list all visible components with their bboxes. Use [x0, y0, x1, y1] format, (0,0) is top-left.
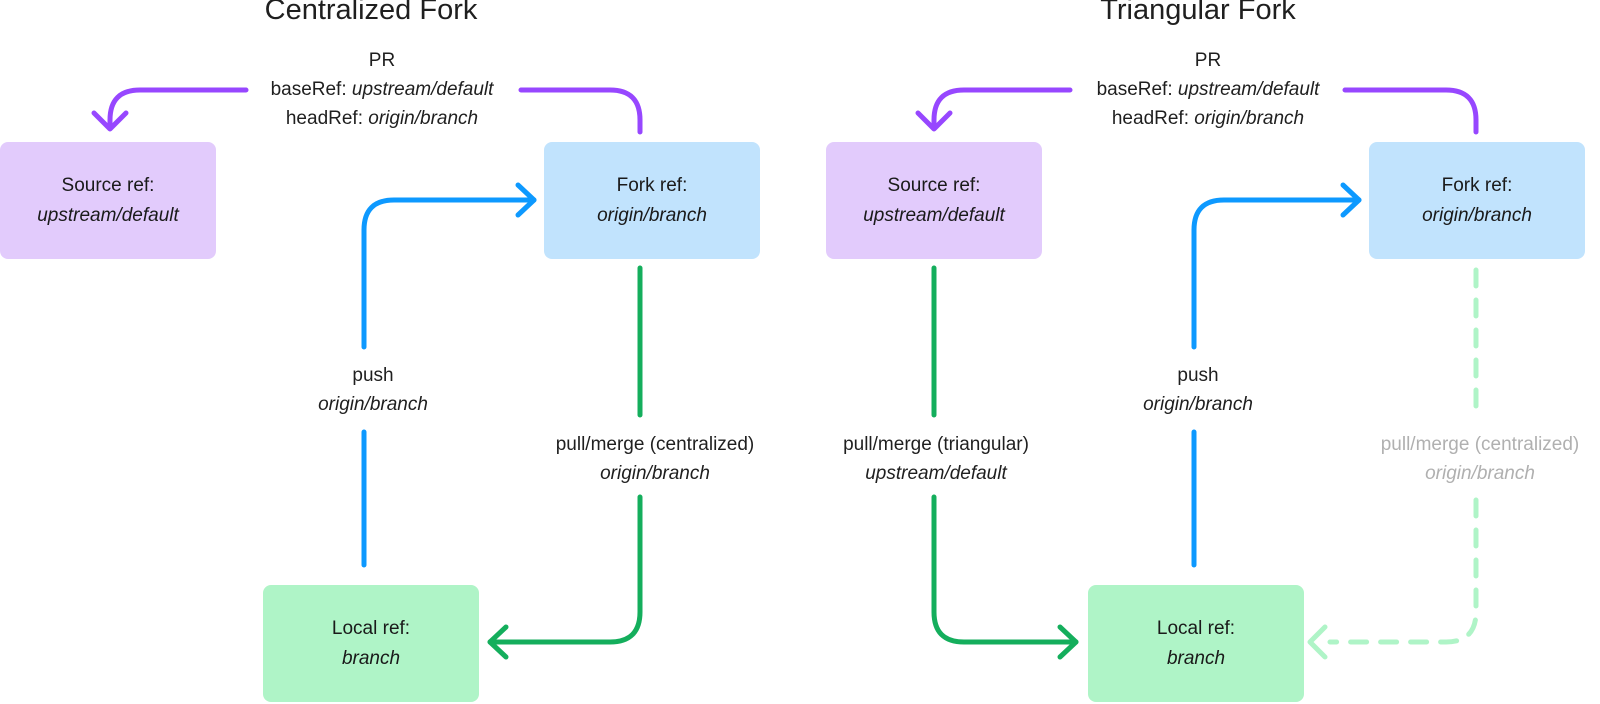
box-ref: origin/branch [597, 204, 707, 226]
pr-base-ref: baseRef: upstream/default [271, 75, 494, 104]
box-ref: origin/branch [1422, 204, 1532, 226]
pr-arrow-triangular [915, 87, 1479, 135]
push-title: push [352, 365, 394, 386]
pull-arrow-centralized [487, 265, 643, 660]
box-label: Source ref: [61, 174, 155, 196]
pull-label-triangular: pull/merge (triangular) upstream/default [843, 430, 1029, 488]
box-label: Fork ref: [616, 174, 688, 196]
box-label: Source ref: [887, 174, 981, 196]
box-ref: upstream/default [37, 204, 179, 226]
pull-title: pull/merge (triangular) [843, 434, 1029, 455]
push-label-centralized: push origin/branch [318, 361, 428, 419]
pull-ref: origin/branch [600, 463, 710, 484]
pull-arrow-centralized-muted [1307, 267, 1479, 660]
local-ref-box-centralized: Local ref: branch [263, 585, 479, 702]
pull-label-centralized: pull/merge (centralized) origin/branch [556, 430, 755, 488]
pr-head-ref: headRef: origin/branch [1097, 104, 1320, 133]
pr-title: PR [1194, 50, 1222, 71]
box-ref: branch [341, 647, 401, 669]
pull-title: pull/merge (centralized) [555, 434, 755, 455]
box-ref: branch [1166, 647, 1226, 669]
push-title: push [1177, 365, 1219, 386]
fork-ref-box-triangular: Fork ref: origin/branch [1369, 142, 1585, 259]
pull-ref: upstream/default [865, 463, 1007, 484]
pr-base-ref: baseRef: upstream/default [1097, 75, 1320, 104]
base-ref-key: baseRef: [270, 79, 347, 100]
pull-arrow-triangular [931, 265, 1079, 660]
pull-label-centralized-muted: pull/merge (centralized) origin/branch [1381, 430, 1580, 488]
head-ref-key: headRef: [285, 108, 363, 129]
push-ref: origin/branch [318, 394, 428, 415]
head-ref-key: headRef: [1111, 108, 1189, 129]
box-label: Local ref: [331, 617, 411, 639]
pr-title: PR [368, 50, 396, 71]
diagram-title-centralized: Centralized Fork [264, 0, 478, 26]
push-arrow-triangular [1191, 182, 1362, 568]
base-ref-value: upstream/default [1177, 79, 1320, 100]
diagram-title-triangular: Triangular Fork [1100, 0, 1296, 26]
fork-ref-box-centralized: Fork ref: origin/branch [544, 142, 760, 259]
pr-arrow-centralized [91, 87, 643, 135]
pull-alt-title: pull/merge (centralized) [1380, 434, 1580, 455]
push-ref: origin/branch [1143, 394, 1253, 415]
push-label-triangular: push origin/branch [1143, 361, 1253, 419]
source-ref-box-triangular: Source ref: upstream/default [826, 142, 1042, 259]
head-ref-value: origin/branch [368, 108, 479, 129]
pr-label-triangular: PR baseRef: upstream/default headRef: or… [1097, 46, 1320, 133]
box-label: Fork ref: [1441, 174, 1513, 196]
pull-alt-ref: origin/branch [1425, 463, 1535, 484]
pr-label-centralized: PR baseRef: upstream/default headRef: or… [271, 46, 494, 133]
source-ref-box-centralized: Source ref: upstream/default [0, 142, 216, 259]
box-ref: upstream/default [863, 204, 1005, 226]
base-ref-key: baseRef: [1096, 79, 1173, 100]
local-ref-box-triangular: Local ref: branch [1088, 585, 1304, 702]
box-label: Local ref: [1156, 617, 1236, 639]
pr-head-ref: headRef: origin/branch [271, 104, 494, 133]
head-ref-value: origin/branch [1194, 108, 1305, 129]
base-ref-value: upstream/default [351, 79, 494, 100]
push-arrow-centralized [361, 182, 537, 568]
